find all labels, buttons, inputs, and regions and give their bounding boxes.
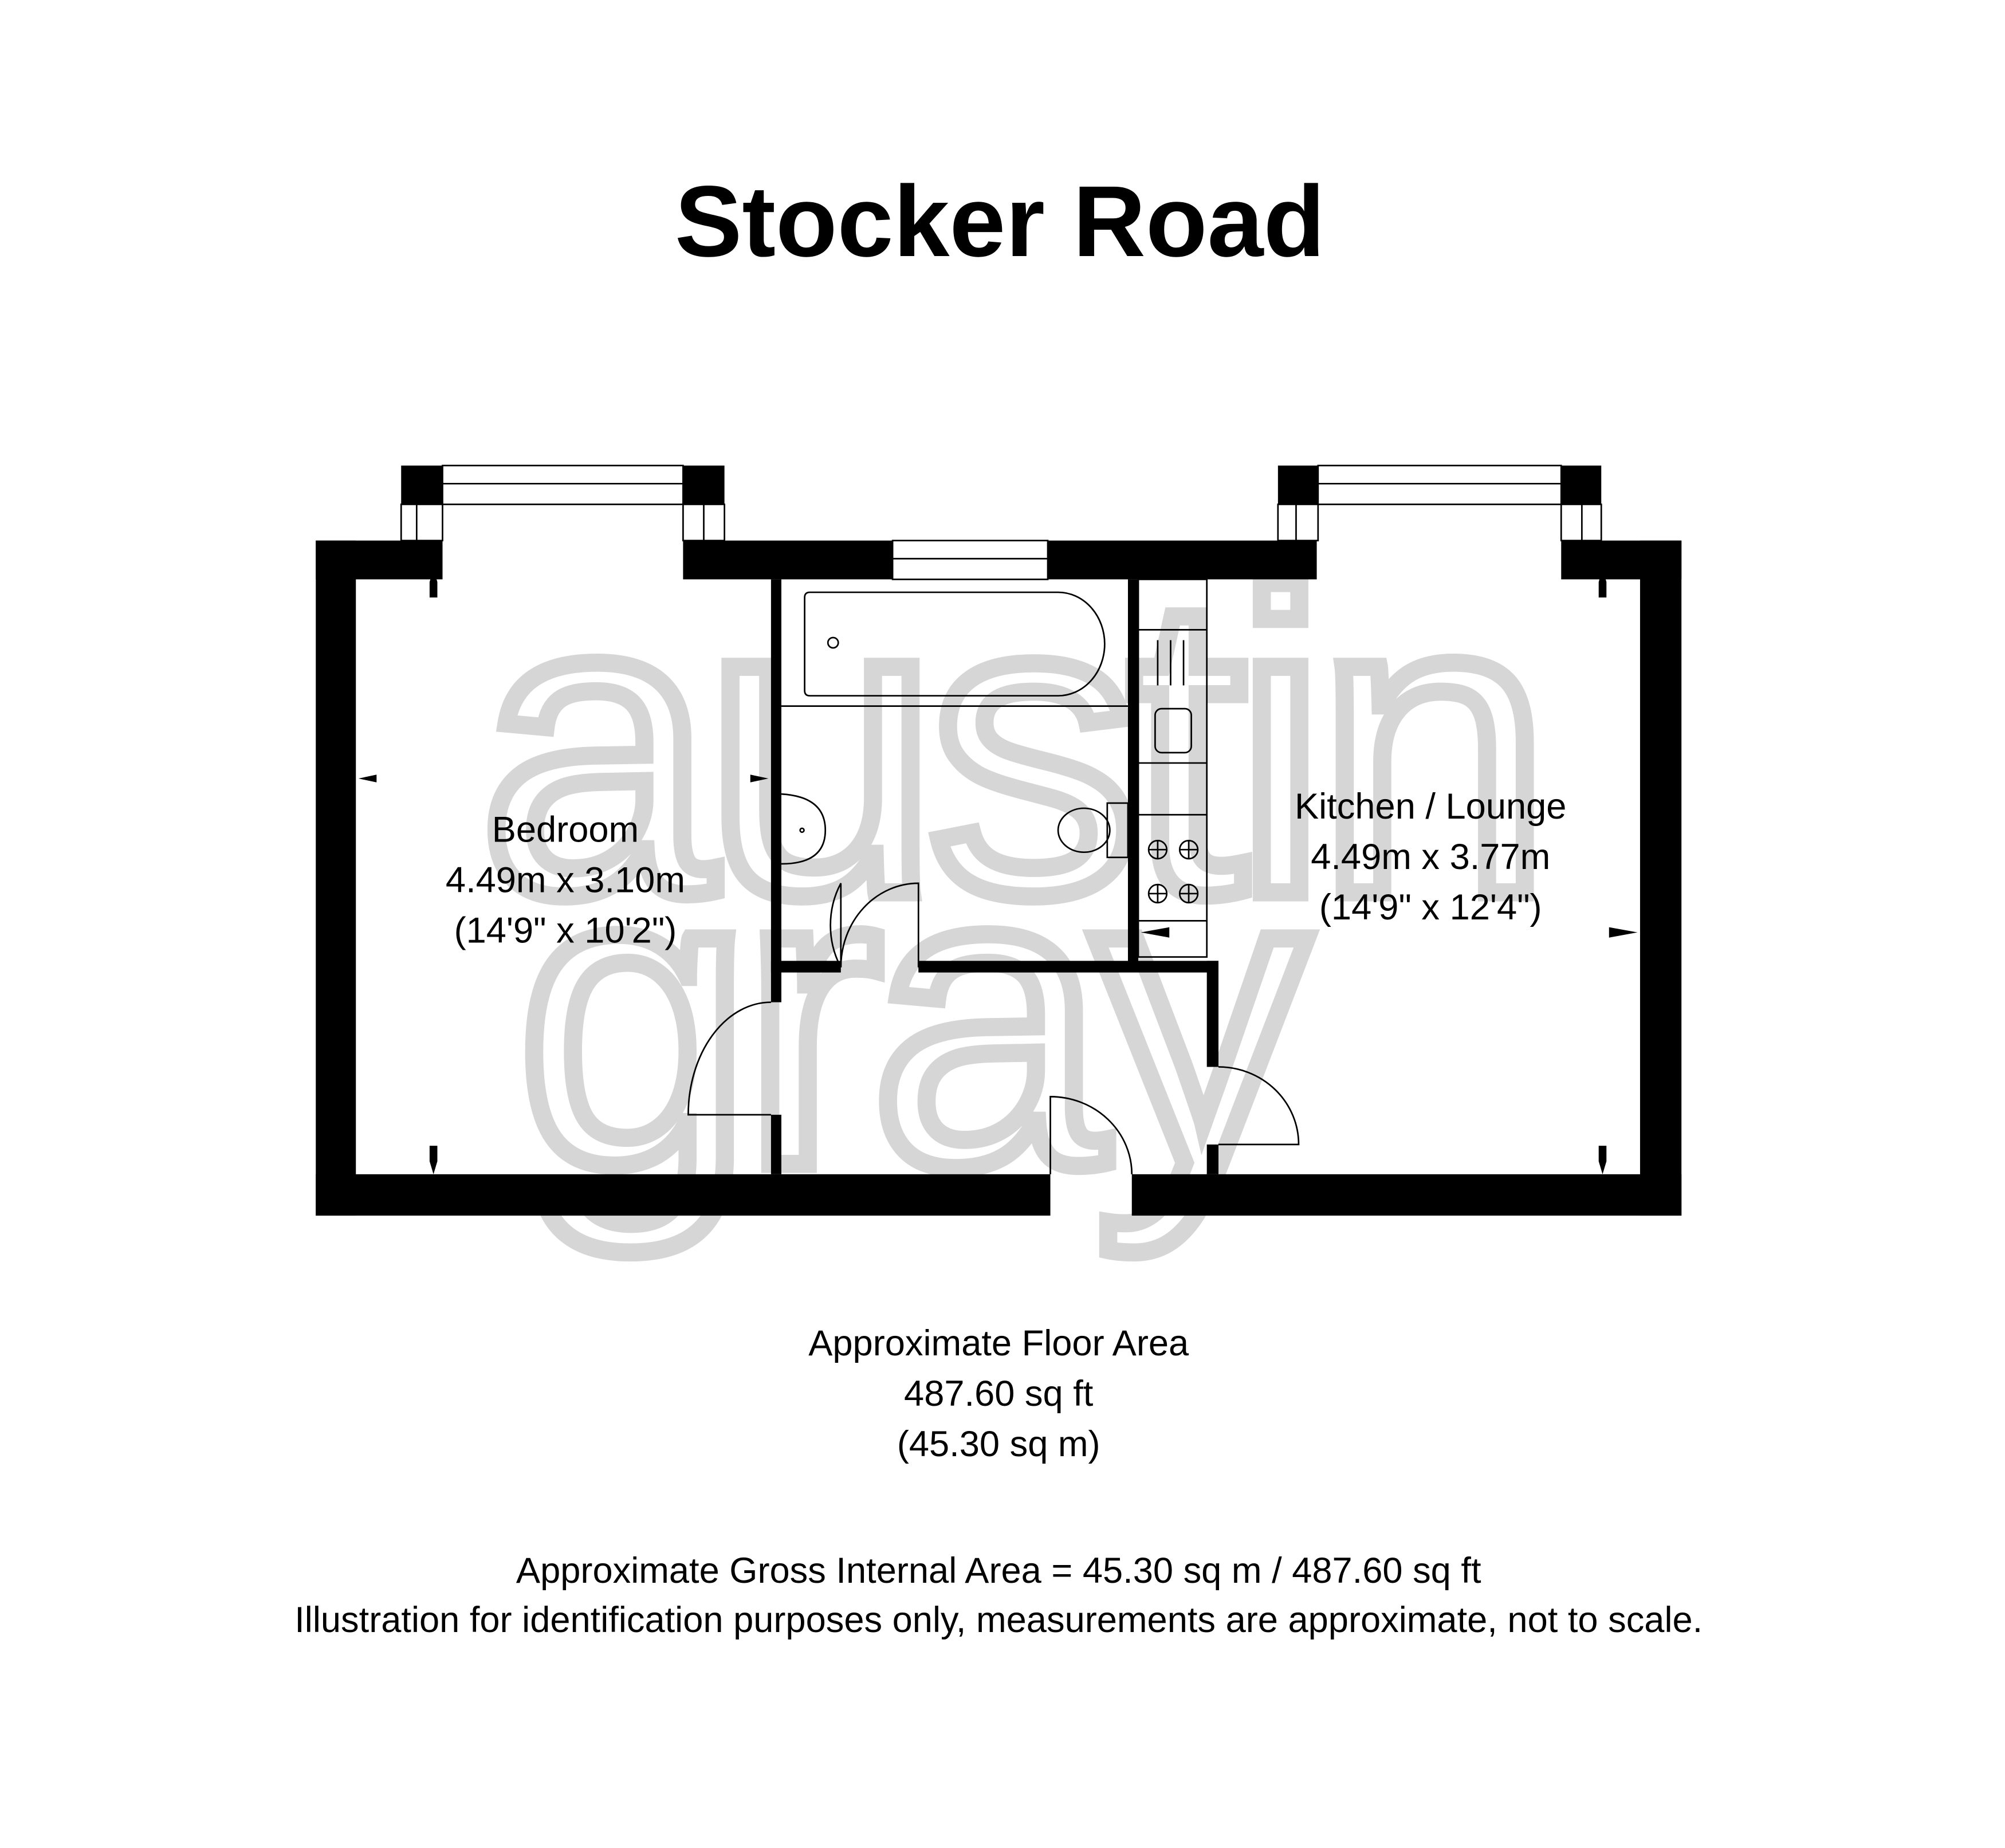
disclaimer: Illustration for identification purposes… — [294, 1600, 1703, 1640]
toilet — [1057, 802, 1129, 859]
dimension-arrows — [358, 569, 1638, 1174]
walls — [316, 540, 1682, 1216]
bay-window-right — [1277, 465, 1602, 541]
room-label-bedroom: Bedroom 4.49m x 3.10m (14'9" x 10'2") — [446, 810, 685, 951]
svg-text:Approximate Floor Area: Approximate Floor Area — [808, 1323, 1189, 1363]
svg-text:(45.30 sq m): (45.30 sq m) — [897, 1424, 1100, 1464]
svg-text:487.60 sq ft: 487.60 sq ft — [904, 1374, 1094, 1414]
room-label-kitchen-lounge: Kitchen / Lounge 4.49m x 3.77m (14'9" x … — [1295, 787, 1566, 927]
svg-text:Bedroom: Bedroom — [492, 810, 639, 850]
bathroom-window — [891, 540, 1049, 580]
bay-window-left — [400, 465, 725, 541]
gross-area-note: Approximate Gross Internal Area = 45.30 … — [516, 1551, 1481, 1591]
svg-text:(14'9" x 10'2"): (14'9" x 10'2") — [454, 911, 677, 951]
kitchen-units — [1137, 579, 1208, 958]
svg-text:Kitchen / Lounge: Kitchen / Lounge — [1295, 787, 1566, 827]
svg-text:4.49m x 3.77m: 4.49m x 3.77m — [1311, 837, 1550, 877]
washbasin — [781, 793, 827, 865]
doors — [687, 882, 1300, 1174]
hob — [1147, 840, 1199, 904]
page-title: Stocker Road — [675, 166, 1325, 278]
svg-text:(14'9" x 12'4"): (14'9" x 12'4") — [1319, 887, 1542, 927]
bathtub — [781, 591, 1128, 707]
floor-area: Approximate Floor Area 487.60 sq ft (45.… — [808, 1323, 1189, 1464]
svg-text:4.49m x 3.10m: 4.49m x 3.10m — [446, 860, 685, 901]
